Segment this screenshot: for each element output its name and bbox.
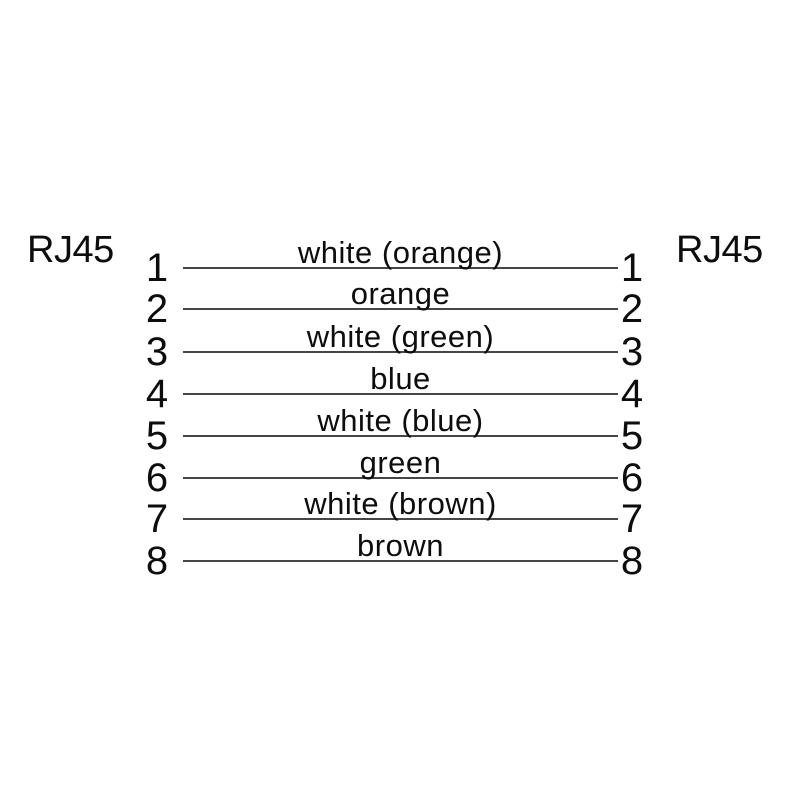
pin-number-right: 1 xyxy=(620,246,644,290)
wire-color-label: brown xyxy=(357,528,444,563)
pin-number-left: 2 xyxy=(145,287,169,331)
pin-number-right: 7 xyxy=(620,497,644,541)
wire-color-label: white (orange) xyxy=(297,235,504,270)
wire-line xyxy=(183,351,618,353)
wire-color-label: orange xyxy=(350,276,451,311)
pin-number-right: 3 xyxy=(620,330,644,374)
wire-line xyxy=(183,477,618,479)
pin-number-right: 8 xyxy=(620,539,644,583)
wire-color-label: white (blue) xyxy=(317,403,484,438)
wire-line xyxy=(183,308,618,310)
pin-number-left: 7 xyxy=(145,497,169,541)
wire-line xyxy=(183,393,618,395)
pin-number-left: 6 xyxy=(145,456,169,500)
wire-line xyxy=(183,267,618,269)
pin-number-left: 1 xyxy=(145,246,169,290)
pin-number-left: 5 xyxy=(145,414,169,458)
pin-number-right: 2 xyxy=(620,287,644,331)
connector-label-right: RJ45 xyxy=(676,229,763,271)
pin-number-right: 4 xyxy=(620,372,644,416)
wire-color-label: white (brown) xyxy=(304,486,497,521)
wire-color-label: white (green) xyxy=(306,319,495,354)
pin-number-left: 8 xyxy=(145,539,169,583)
pin-number-right: 5 xyxy=(620,414,644,458)
pin-number-left: 4 xyxy=(145,372,169,416)
wire-color-label: blue xyxy=(370,361,431,396)
wire-line xyxy=(183,518,618,520)
pin-number-left: 3 xyxy=(145,330,169,374)
pin-number-right: 6 xyxy=(620,456,644,500)
wire-line xyxy=(183,560,618,562)
wire-line xyxy=(183,435,618,437)
wire-color-label: green xyxy=(359,445,442,480)
connector-label-left: RJ45 xyxy=(27,229,114,271)
